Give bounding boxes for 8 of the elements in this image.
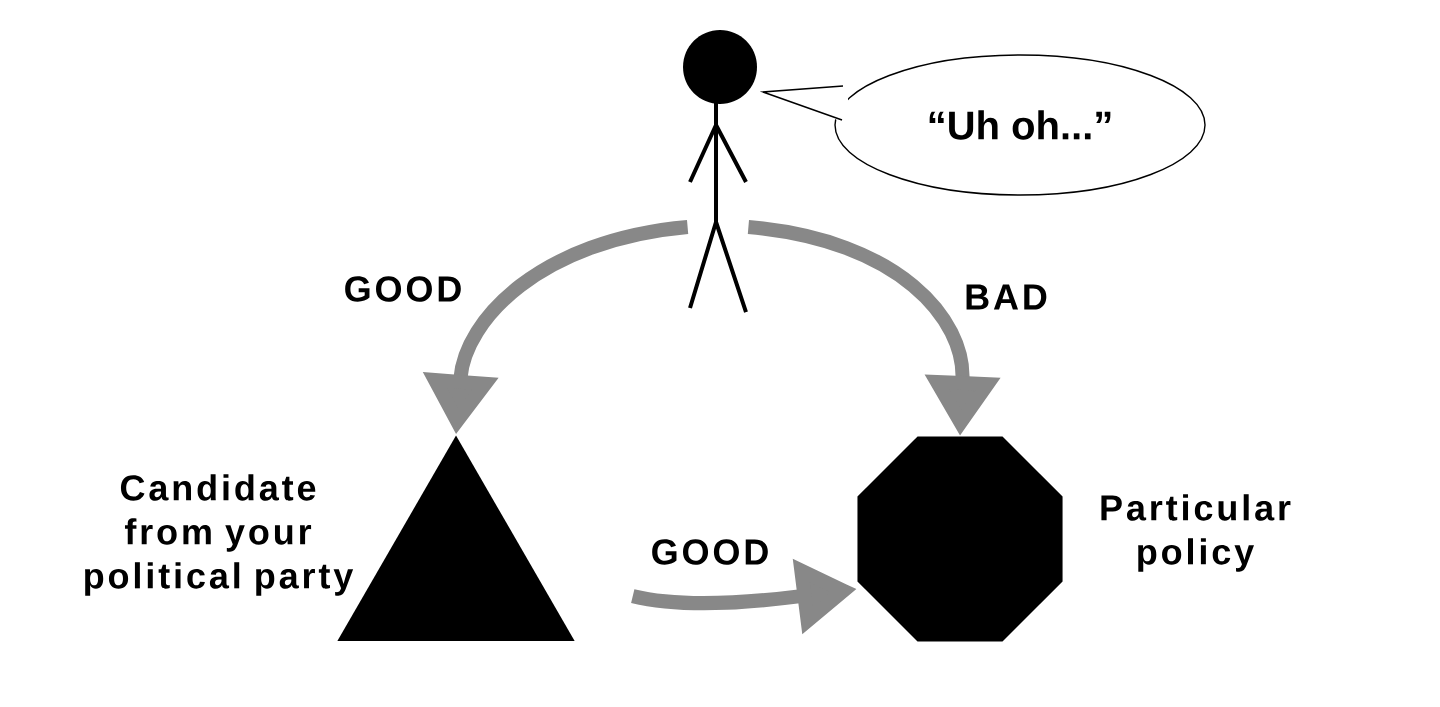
edge-label: GOOD [648, 537, 772, 567]
speech-bubble: “Uh oh...” [759, 54, 1206, 196]
octagon [857, 436, 1063, 642]
stick-figure [683, 30, 757, 314]
edge-label: BAD [962, 282, 1050, 312]
shape-label: Particular policy [1101, 494, 1291, 572]
edge-label: GOOD [341, 274, 465, 304]
shape-label: Candidate from your political party [85, 474, 354, 596]
